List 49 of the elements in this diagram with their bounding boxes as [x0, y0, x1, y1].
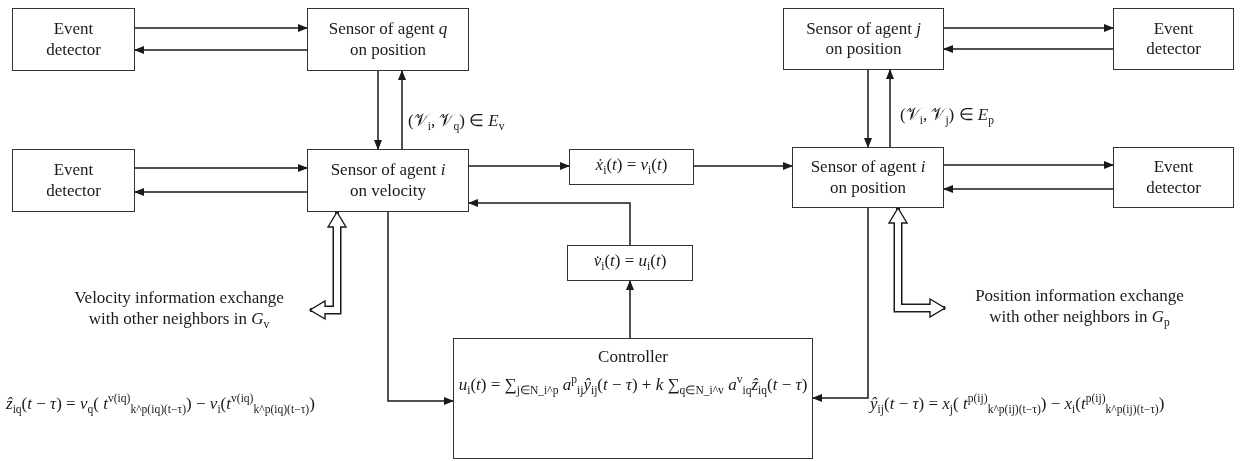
arrow	[626, 280, 634, 339]
arrow	[134, 46, 308, 54]
arrow	[134, 24, 308, 32]
equation-text: v̇$_{i}$(t) = u$_{i}$(t)	[593, 251, 667, 275]
process-box	[307, 149, 469, 212]
arrow	[374, 70, 382, 150]
arrow	[864, 69, 872, 148]
equation-text: ẋ$_{i}$(t) = v$_{i}$(t)	[595, 155, 668, 179]
arrow	[943, 24, 1114, 32]
box-label: Event detector	[45, 19, 102, 60]
box-label: Sensor of agent i on velocity	[329, 160, 447, 201]
arrow	[812, 207, 869, 402]
box-label: Sensor of agent q on position	[327, 19, 449, 60]
box-label: Sensor of agent ion position	[809, 157, 927, 198]
arrow	[943, 161, 1114, 169]
box-title: Controller	[598, 347, 668, 368]
equation-box	[569, 149, 694, 185]
box-label: Sensor of agent j on position	[805, 18, 922, 60]
error-formula: ẑ$_{iq}$(t −τ) = v$_{q}$( t$^{v(iq)}$$_{k^p(iq)(t−τ)}$) − v$_{i}$(t$^{v(iq)}$$_{k^p(iq)(t−τ)}$)	[6, 392, 315, 417]
arrow	[387, 211, 454, 405]
process-box	[783, 8, 944, 70]
controller-box	[453, 338, 813, 459]
arrow	[134, 164, 308, 172]
box-label: Event detector	[45, 160, 102, 201]
arrow	[468, 199, 631, 246]
box-label: Event detector	[1145, 18, 1202, 60]
process-box	[12, 149, 135, 212]
error-formula: ŷ$_{ij}$(t −τ) = x$_{j}$( t$^{p(ij)}$$_{k^p(ij)(t−τ)}$) − x$_{i}$(t$^{p(ij)}$$_{k^p(ij)(t−τ)}$)	[870, 392, 1165, 417]
arrow	[943, 185, 1114, 193]
edge-condition-label: (𝒱$_{i}$, 𝒱$_{q}$) ∈ E$_{v}$	[408, 110, 505, 134]
process-box	[307, 8, 469, 71]
hollow-double-arrow	[309, 211, 347, 320]
equation-box	[567, 245, 693, 281]
arrow	[134, 188, 308, 196]
arrow	[468, 162, 570, 170]
arrow	[693, 162, 793, 170]
process-box	[1113, 8, 1234, 70]
box-label: Position information exchange with other neighbors in G$_{p}$	[974, 286, 1185, 330]
control-law-formula: u$_{i}$(t) = ∑$_{j∈N_i^p}$ a$^{p}$$_{ij}$ŷ$_{ij}$(t − τ) + k ∑$_{q∈N_i^v}$ a$^{v}$$_{iq}$ẑ$_{iq}$(t − τ)	[458, 373, 808, 399]
process-box	[12, 8, 135, 71]
edge-condition-label: (𝒱$_{i}$, 𝒱$_{j}$) ∈ E$_{p}$	[900, 104, 994, 128]
hollow-double-arrow	[888, 207, 946, 318]
arrow	[886, 69, 894, 148]
arrow	[398, 70, 406, 150]
box-label: Event detector	[1145, 157, 1202, 198]
process-box	[792, 147, 944, 208]
box-label: Velocity information exchange with other neighbors in G$_{v}$	[73, 288, 285, 332]
arrow	[943, 45, 1114, 53]
process-box	[1113, 147, 1234, 208]
